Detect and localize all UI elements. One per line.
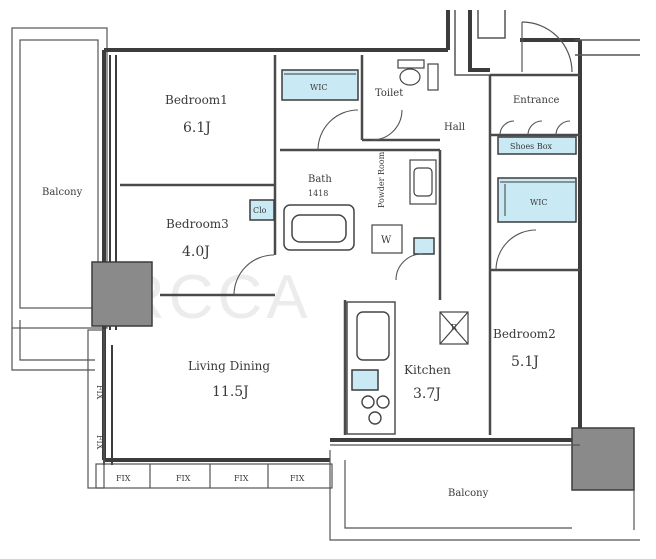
bath-name: Bath bbox=[308, 174, 332, 185]
column-se bbox=[571, 427, 635, 491]
balcony-west-name: Balcony bbox=[42, 187, 83, 198]
balcony-south-area bbox=[329, 444, 640, 541]
toilet-fixture bbox=[397, 59, 439, 91]
bedroom2-name: Bedroom2 bbox=[493, 327, 556, 341]
corridor-walls bbox=[454, 10, 640, 76]
bedroom3-name: Bedroom3 bbox=[166, 217, 229, 231]
bath-size: 1418 bbox=[308, 189, 328, 198]
bedroom3-size: 4.0J bbox=[182, 244, 210, 260]
bedroom1-name: Bedroom1 bbox=[165, 93, 228, 107]
column bbox=[91, 261, 153, 327]
fix-label-4: FIX bbox=[290, 474, 305, 483]
interior-walls bbox=[120, 55, 580, 435]
fix-label-3: FIX bbox=[234, 474, 249, 483]
fix-side-label-1: FIX bbox=[95, 385, 104, 400]
kitchen-size: 3.7J bbox=[413, 386, 441, 402]
toilet-name: Toilet bbox=[375, 88, 403, 99]
balcony-south-name: Balcony bbox=[448, 488, 489, 499]
bathtub bbox=[283, 204, 355, 251]
exterior-walls bbox=[102, 10, 582, 462]
fix-label-1: FIX bbox=[116, 474, 131, 483]
balcony-west-area bbox=[11, 27, 108, 371]
fix-side-label-2: FIX bbox=[95, 435, 104, 450]
entrance-door bbox=[521, 21, 573, 73]
living-size: 11.5J bbox=[212, 384, 249, 400]
wic-details bbox=[284, 73, 575, 216]
hall-name: Hall bbox=[444, 122, 465, 133]
bedroom1-size: 6.1J bbox=[183, 120, 211, 136]
storage-areas bbox=[249, 69, 577, 391]
bedroom2-size: 5.1J bbox=[511, 354, 539, 370]
wic1-label: WIC bbox=[310, 83, 328, 92]
washer-label: W bbox=[381, 235, 392, 246]
south-window-frame bbox=[95, 463, 333, 489]
west-window-frame bbox=[87, 329, 105, 489]
entrance-name: Entrance bbox=[513, 95, 560, 106]
door-swings bbox=[233, 109, 571, 296]
kitchen-name: Kitchen bbox=[404, 363, 451, 377]
fix-label-2: FIX bbox=[176, 474, 191, 483]
refrigerator-label: R bbox=[451, 323, 458, 332]
powder-sink bbox=[409, 159, 437, 205]
wic2-label: WIC bbox=[530, 198, 548, 207]
kitchen-counter bbox=[346, 301, 396, 435]
living-name: Living Dining bbox=[188, 359, 270, 373]
shoes-box-label: Shoes Box bbox=[510, 142, 553, 151]
closet-label: Clo bbox=[253, 206, 267, 215]
refrigerator bbox=[439, 311, 469, 345]
washer bbox=[371, 224, 403, 254]
powder-room-name: Powder Room bbox=[377, 151, 386, 208]
